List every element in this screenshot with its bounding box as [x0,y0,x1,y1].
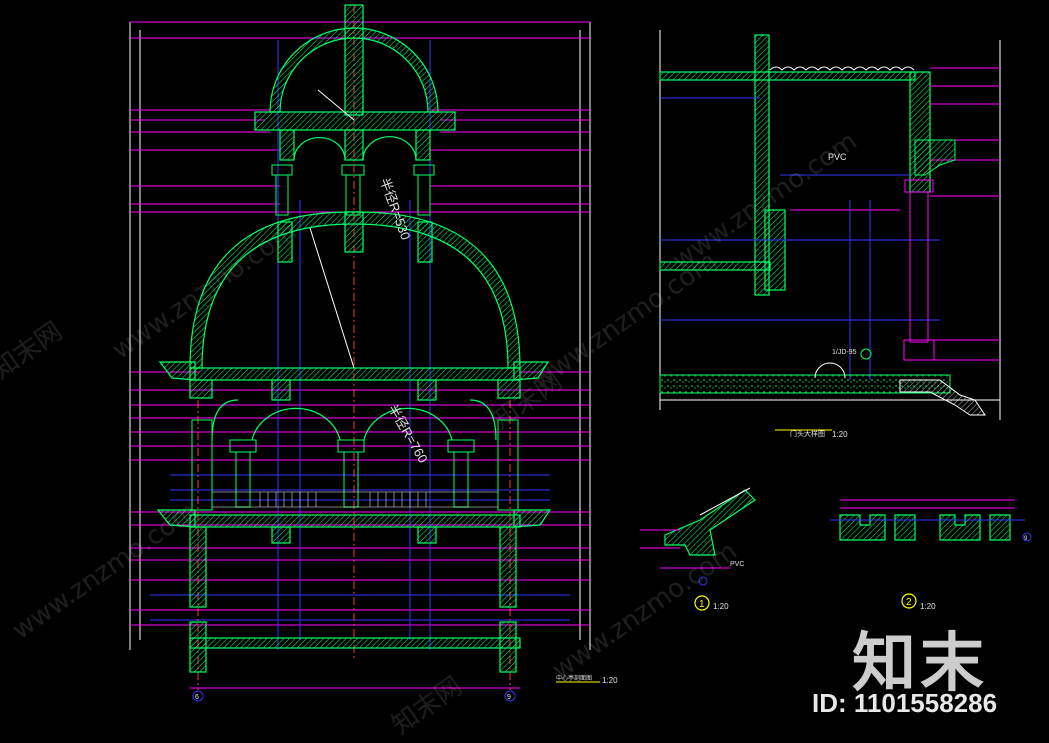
watermark-repeat-5: www.znzmo.com [7,496,203,646]
main-section [129,4,600,702]
axis-detail2-label: 9 [1024,536,1028,542]
detail1-number: 1 [699,599,705,610]
detail2-number: 2 [906,597,912,608]
door-scale: 1:20 [832,430,848,439]
detail2-scale: 1:20 [920,602,936,611]
detail-1 [640,487,756,611]
watermark-repeat-2: 知末网 [0,316,68,385]
detail-reference: 1/JD-95 [832,349,857,356]
detail-2 [830,499,1032,609]
axis-left-label: 6 [195,694,199,701]
door-detail [659,30,1001,431]
pvc-detail-label: PVC [730,561,744,568]
watermark-id: ID: 1101558286 [812,688,998,718]
pvc-wall-label: PVC [828,152,847,162]
door-title: 门头大样图 [790,429,825,438]
watermark-repeat-1: www.znzmo.com [107,216,303,366]
detail1-scale: 1:20 [713,602,729,611]
radius-upper-label: 半径R=530 [377,176,413,242]
watermark-repeat-8: 知末网 [387,671,468,740]
watermark-logo: 知末 [852,627,988,701]
section-title: 中心亭剖面图 [556,674,592,682]
section-scale: 1:20 [602,676,618,685]
axis-right-label: 9 [507,694,511,701]
